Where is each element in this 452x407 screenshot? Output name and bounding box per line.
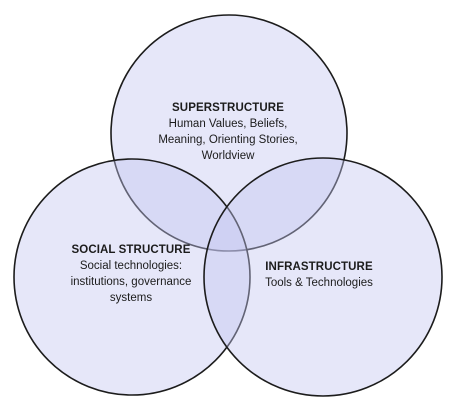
social-structure-line-1: Social technologies: — [79, 260, 183, 272]
infrastructure-circle — [203, 157, 443, 397]
social-structure-line-3: systems — [109, 292, 153, 304]
superstructure-title: SUPERSTRUCTURE — [172, 102, 284, 114]
social-structure-line-2: institutions, governance — [70, 276, 192, 288]
social-structure-label: SOCIAL STRUCTURE Social technologies: in… — [40, 242, 222, 306]
superstructure-circle — [110, 14, 348, 252]
infrastructure-title: INFRASTRUCTURE — [265, 261, 373, 273]
superstructure-label: SUPERSTRUCTURE Human Values, Beliefs, Me… — [130, 100, 326, 164]
superstructure-line-1: Human Values, Beliefs, — [168, 118, 288, 130]
superstructure-line-2: Meaning, Orienting Stories, — [158, 134, 298, 146]
social-structure-circle — [13, 158, 251, 396]
infrastructure-line-1: Tools & Technologies — [265, 277, 373, 289]
superstructure-line-3: Worldview — [201, 150, 255, 162]
social-structure-title: SOCIAL STRUCTURE — [71, 244, 191, 256]
infrastructure-label: INFRASTRUCTURE Tools & Technologies — [226, 259, 412, 291]
